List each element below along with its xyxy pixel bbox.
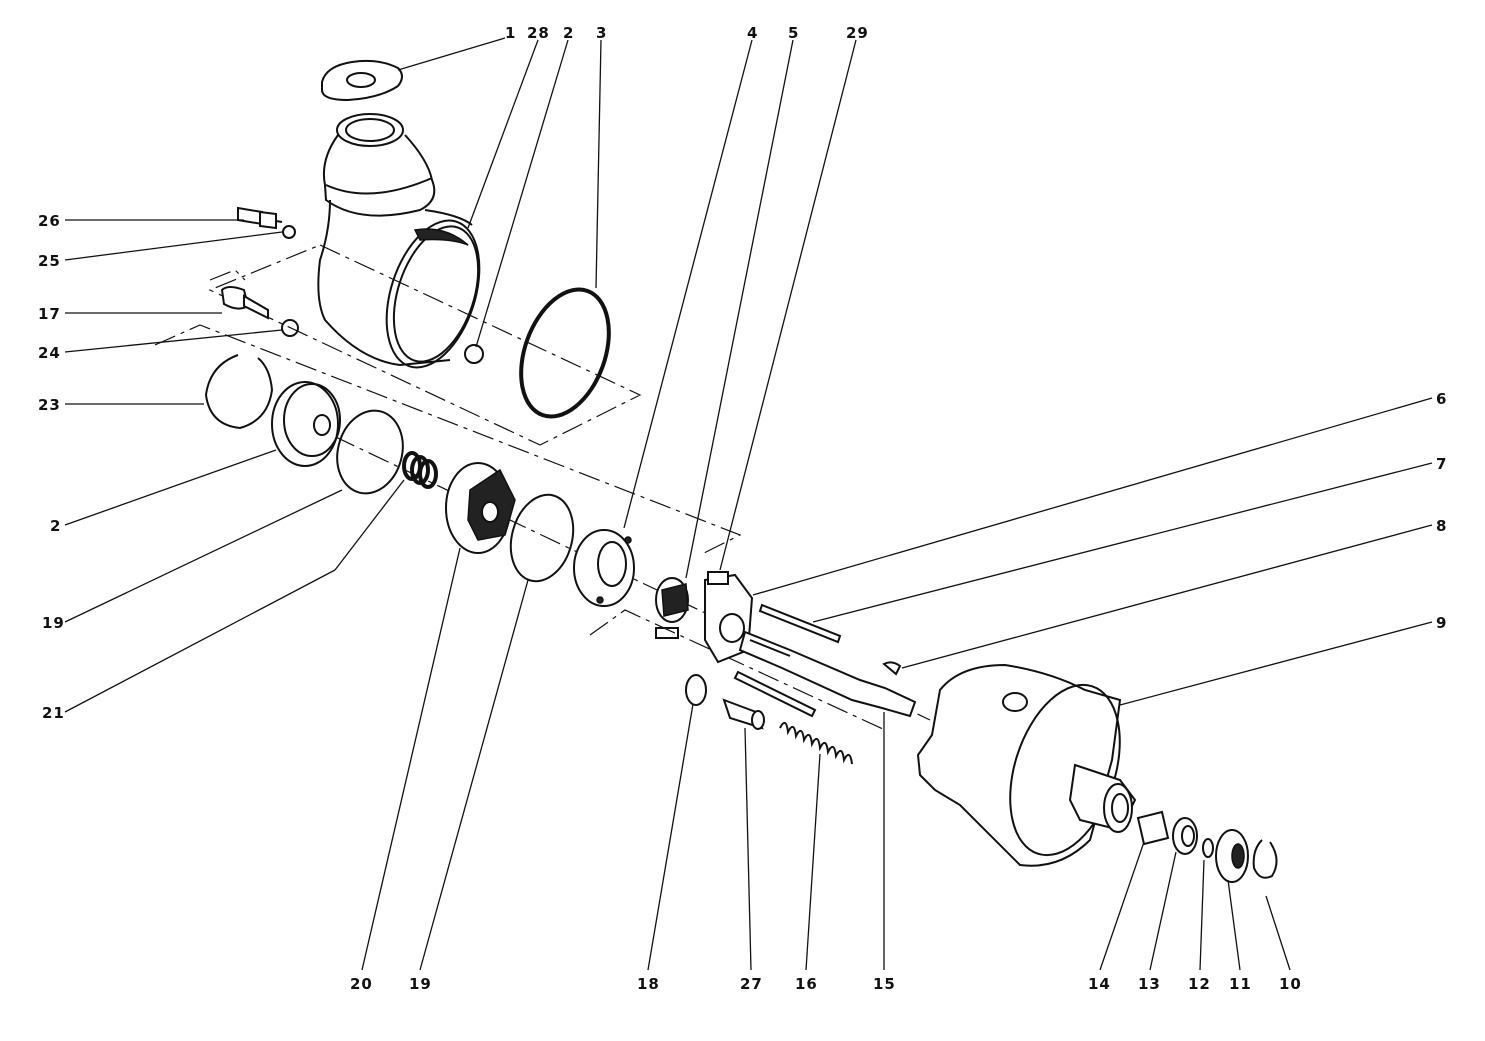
label-28: 28 [527,24,550,42]
rotor [655,577,689,639]
reservoir-cap [321,59,403,102]
shaft-seal [1172,817,1198,855]
snap-ring [204,354,274,430]
label-19-left: 19 [42,614,65,632]
dowel-pin-2 [733,670,817,718]
small-o-ring [281,319,299,337]
label-21: 21 [42,704,65,722]
label-26: 26 [38,212,61,230]
snap-ring-10 [1252,839,1278,879]
label-12: 12 [1188,975,1211,993]
label-5: 5 [788,24,799,42]
dowel-pin-6 [758,603,842,644]
plug-top [464,344,484,364]
label-3: 3 [596,24,607,42]
part-labels: 1 28 2 3 4 5 29 26 25 17 24 23 2 19 21 6… [38,24,1447,993]
large-o-ring [519,287,611,419]
end-plate [271,381,341,467]
thrust-plate [704,571,754,664]
label-27: 27 [740,975,763,993]
retaining-ring-18 [685,674,707,706]
drive-shaft [738,630,917,718]
fitting [237,206,283,230]
label-16: 16 [795,975,818,993]
label-24: 24 [38,344,61,362]
label-8: 8 [1436,517,1447,535]
flow-control-plug [722,698,765,730]
label-1: 1 [505,24,516,42]
cam-ring [573,529,635,607]
washer-12 [1202,838,1214,858]
bearing [1215,829,1249,883]
assembly-center-lines [154,244,931,731]
label-25: 25 [38,252,61,270]
label-10: 10 [1279,975,1302,993]
label-29: 29 [846,24,869,42]
o-ring-19a [336,409,404,495]
label-17: 17 [38,305,61,323]
pressure-plate [445,462,516,554]
label-15: 15 [873,975,896,993]
label-18: 18 [637,975,660,993]
washer-small [282,225,296,239]
label-11: 11 [1229,975,1252,993]
valve [220,286,269,320]
label-23: 23 [38,396,61,414]
label-13: 13 [1138,975,1161,993]
pump-housing [916,663,1137,867]
o-ring-19b [509,493,575,583]
label-6: 6 [1436,390,1447,408]
key [882,661,902,676]
label-4: 4 [747,24,758,42]
label-7: 7 [1436,455,1447,473]
spring-16 [779,721,853,765]
reservoir-body [317,113,481,369]
spring-21 [402,451,438,489]
label-2-left: 2 [50,517,61,535]
label-19-bottom: 19 [409,975,432,993]
bushing [1136,810,1170,846]
leader-lines [64,37,1433,971]
label-9: 9 [1436,614,1447,632]
label-20: 20 [350,975,373,993]
label-14: 14 [1088,975,1111,993]
label-2-top: 2 [563,24,574,42]
